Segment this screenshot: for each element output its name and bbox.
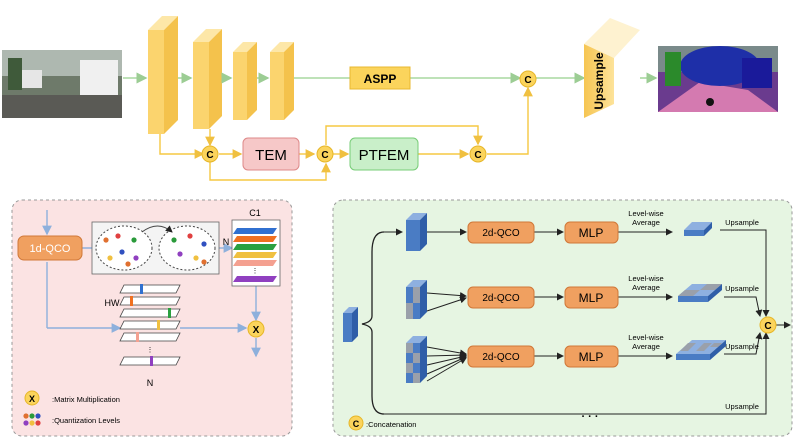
- svg-text:2d-QCO: 2d-QCO: [482, 352, 519, 363]
- svg-text:C: C: [321, 150, 328, 161]
- branch-2-mlp: MLP: [564, 286, 619, 309]
- svg-text:C: C: [474, 150, 481, 161]
- svg-text:Average: Average: [632, 283, 660, 292]
- legend-quantization-levels: :Quantization Levels: [23, 413, 120, 426]
- legend-concatenation: C :Concatenation: [348, 415, 416, 431]
- branch-3-mlp: MLP: [564, 345, 619, 368]
- ptfem-detail-panel: [332, 199, 793, 437]
- ptfem-label: PTFEM: [359, 147, 410, 164]
- branch-2-pooled-tile: [678, 284, 722, 302]
- svg-text::Concatenation: :Concatenation: [366, 420, 416, 429]
- svg-text:MLP: MLP: [579, 350, 604, 364]
- input-image: [2, 50, 122, 118]
- feature-map-2: [193, 29, 222, 129]
- hw-dots: ⋮: [147, 347, 154, 354]
- svg-text:Level-wise: Level-wise: [628, 209, 663, 218]
- svg-text:Upsample: Upsample: [725, 284, 759, 293]
- feature-map-4: [270, 42, 294, 120]
- n-side-label: N: [223, 237, 230, 247]
- concat-node-top-4: C: [519, 70, 537, 88]
- branch-1-qco: 2d-QCO: [467, 221, 535, 244]
- branch-1-pooled-tile: [684, 222, 712, 236]
- svg-text:C: C: [206, 150, 213, 161]
- c1-dots: ⋮: [252, 268, 259, 275]
- branch-1-feature: [406, 213, 427, 251]
- svg-text:Upsample: Upsample: [725, 218, 759, 227]
- svg-text:MLP: MLP: [579, 291, 604, 305]
- svg-text:Level-wise: Level-wise: [628, 274, 663, 283]
- tem-box: [242, 137, 300, 171]
- quantization-dots: [103, 233, 207, 267]
- branch-2-feature: [406, 280, 427, 319]
- output-segmentation-map: [658, 46, 778, 112]
- svg-text:C: C: [353, 419, 360, 429]
- concat-node-top-1: C: [201, 145, 219, 163]
- hw-matrix-stack: [119, 284, 181, 366]
- svg-text:MLP: MLP: [579, 226, 604, 240]
- branch-brace: [361, 231, 385, 415]
- more-branches-ellipsis: · · ·: [581, 411, 598, 423]
- c1-label: C1: [249, 208, 261, 218]
- tem-flow-arrows: [42, 210, 261, 358]
- aspp-label: ASPP: [364, 72, 397, 86]
- hw-matrix-marks: [130, 284, 171, 366]
- branch-3-qco: 2d-QCO: [467, 345, 535, 368]
- svg-text:Average: Average: [632, 342, 660, 351]
- svg-text:2d-QCO: 2d-QCO: [482, 228, 519, 239]
- upsample-block: [584, 44, 614, 118]
- svg-text:Upsample: Upsample: [725, 342, 759, 351]
- qco-1d-box: [17, 235, 83, 261]
- branch-2-qco: 2d-QCO: [467, 286, 535, 309]
- tem-detail-panel: [11, 199, 293, 437]
- ptfem-box: [349, 137, 419, 171]
- ptfem-input-block: [343, 307, 358, 342]
- upsample-labels: Upsample Upsample Upsample Upsample: [725, 218, 759, 411]
- qco-1d-label: 1d-QCO: [30, 243, 71, 255]
- level-ellipse-left: [95, 225, 153, 271]
- feature-map-1: [148, 16, 178, 134]
- skip-connection-arrows: [159, 86, 533, 181]
- matrix-multiplication-node: X: [247, 320, 265, 338]
- tem-label: TEM: [255, 147, 287, 164]
- svg-text:C: C: [764, 321, 771, 332]
- svg-text:C: C: [524, 75, 531, 86]
- svg-text:2d-QCO: 2d-QCO: [482, 293, 519, 304]
- svg-text:Average: Average: [632, 218, 660, 227]
- hw-label: HW: [105, 298, 120, 308]
- svg-text:Level-wise: Level-wise: [628, 333, 663, 342]
- svg-text::Quantization Levels: :Quantization Levels: [52, 416, 120, 425]
- c1-level-bars: [233, 228, 277, 282]
- n-bottom-label: N: [147, 378, 154, 388]
- level-wise-average-labels: Level-wise Average Level-wise Average Le…: [628, 209, 663, 351]
- branch-1-mlp: MLP: [564, 221, 619, 244]
- svg-text:X: X: [253, 325, 260, 336]
- feature-map-3: [233, 42, 257, 120]
- branch-3-feature: [406, 336, 427, 383]
- concat-node-top-2: C: [316, 145, 334, 163]
- level-ellipse-right: [158, 225, 216, 271]
- legend-matrix-multiplication: X :Matrix Multiplication: [24, 390, 120, 406]
- concat-node-top-3: C: [469, 145, 487, 163]
- svg-text:X: X: [29, 394, 35, 404]
- upsample-label: Upsample: [592, 52, 606, 110]
- branch-3-pooled-tile: [676, 340, 726, 360]
- concat-node-ptfem: C: [759, 316, 777, 334]
- svg-text::Matrix Multiplication: :Matrix Multiplication: [52, 395, 120, 404]
- aspp-box: [349, 66, 411, 90]
- branch-arrows: [384, 228, 791, 415]
- svg-text:Upsample: Upsample: [725, 402, 759, 411]
